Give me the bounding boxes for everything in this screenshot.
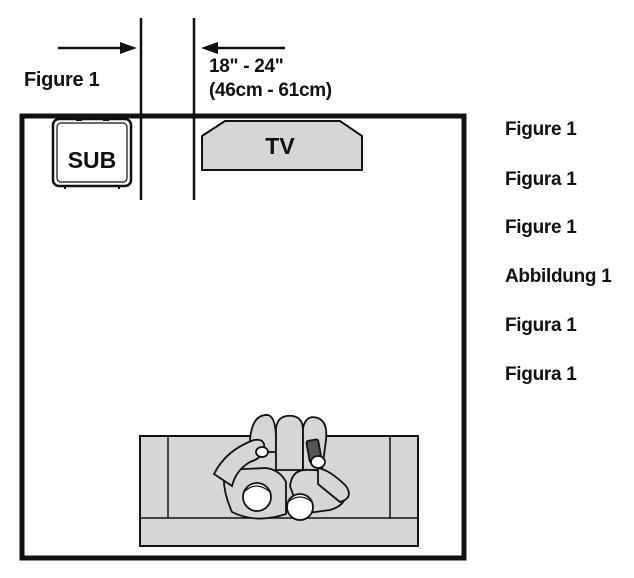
- viewer-left-head: [242, 482, 272, 512]
- legend-caption-en: Figure 1: [505, 119, 577, 140]
- legend-caption-it: Figura 1: [505, 315, 577, 336]
- legend-caption-fr: Figure 1: [505, 217, 577, 238]
- sub-label: SUB: [68, 147, 117, 173]
- figure-caption-left: Figure 1: [24, 69, 100, 91]
- legend-caption-de: Abbildung 1: [505, 266, 612, 287]
- distance-imperial: 18" - 24": [209, 56, 284, 77]
- arrow-left-icon: [201, 42, 285, 54]
- legend-caption-pt: Figura 1: [505, 364, 577, 385]
- tv-label: TV: [265, 133, 295, 159]
- viewers: [212, 414, 350, 521]
- arrow-right-icon: [58, 42, 137, 54]
- subwoofer: SUB: [51, 117, 133, 189]
- television: TV: [201, 120, 363, 171]
- legend-caption-es: Figura 1: [505, 169, 577, 190]
- distance-metric: (46cm - 61cm): [209, 80, 332, 101]
- viewer-right-head: [286, 493, 314, 521]
- room-outline: [19, 113, 467, 561]
